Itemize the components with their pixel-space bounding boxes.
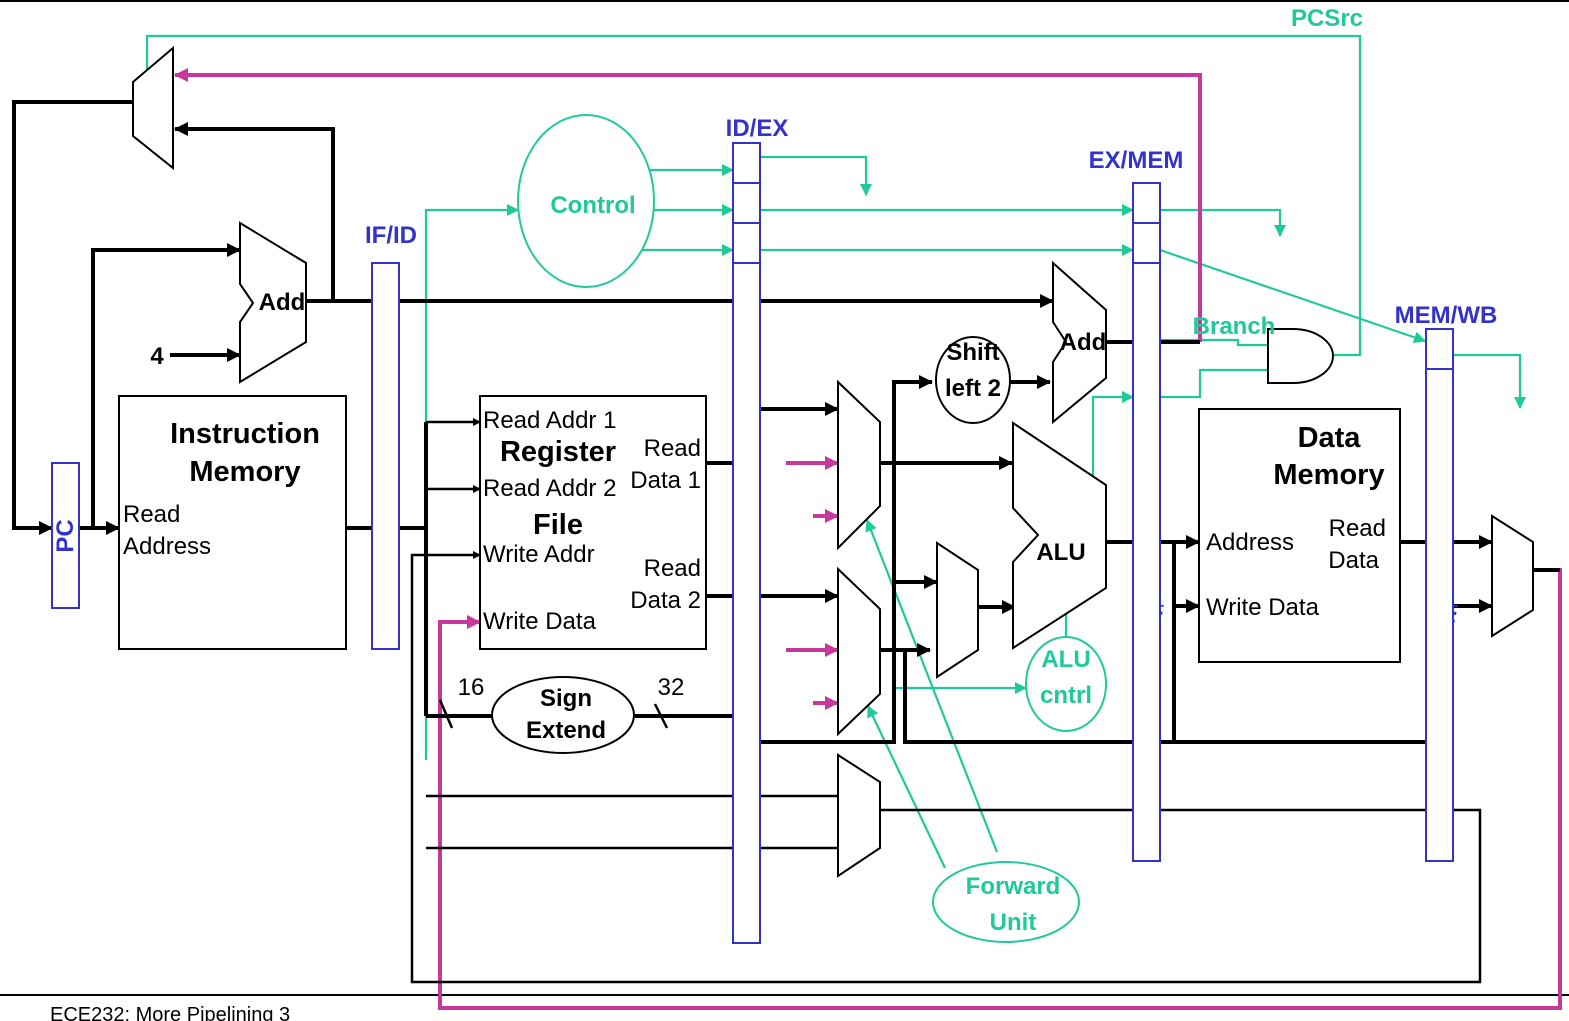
mem-wb-label: MEM/WB bbox=[1395, 302, 1498, 329]
write-data-label: Write Data bbox=[483, 608, 597, 635]
forward-mux-a bbox=[837, 379, 881, 551]
alu-src-mux bbox=[936, 541, 979, 679]
read-data-2-label-2: Data 2 bbox=[630, 587, 701, 614]
alu-control-unit: ALU cntrl bbox=[1025, 636, 1107, 732]
instruction-memory-title-2: Memory bbox=[189, 456, 300, 488]
sign-extend-label-2: Extend bbox=[526, 717, 606, 744]
read-addr-1-label: Read Addr 1 bbox=[483, 407, 616, 434]
pc-adder: Add bbox=[239, 221, 307, 384]
writeback-mux bbox=[1491, 514, 1534, 638]
alu-label: ALU bbox=[1036, 539, 1085, 566]
control-label: Control bbox=[550, 192, 635, 219]
data-write-label: Write Data bbox=[1206, 594, 1320, 621]
sign-extend-unit: Sign Extend bbox=[491, 676, 635, 754]
forward-unit-label-2: Unit bbox=[990, 909, 1037, 936]
branch-and-gate bbox=[1267, 328, 1334, 384]
branch-label: Branch bbox=[1193, 313, 1276, 340]
data-memory-title-1: Data bbox=[1298, 422, 1362, 454]
read-data-1-label-1: Read bbox=[644, 435, 701, 462]
read-address-label-2: Address bbox=[123, 533, 211, 560]
alu-control-label-2: cntrl bbox=[1040, 682, 1092, 709]
pc-source-mux bbox=[132, 45, 174, 171]
ex-mem-label: EX/MEM bbox=[1089, 147, 1184, 174]
ex-mem-register: EX/MEM bbox=[1089, 147, 1184, 862]
if-id-register: IF/ID bbox=[365, 222, 417, 650]
write-addr-label: Write Addr bbox=[483, 541, 595, 568]
data-memory: Data Memory Address Read Data Write Data bbox=[1198, 408, 1401, 663]
footer-text: ECE232: More Pipelining 3 bbox=[50, 1004, 290, 1021]
forward-unit: Forward Unit bbox=[932, 861, 1080, 943]
forward-unit-label-1: Forward bbox=[966, 873, 1061, 900]
pc-label: PC bbox=[52, 519, 79, 552]
register-file-title-2: File bbox=[533, 509, 583, 541]
alu-control-label-1: ALU bbox=[1041, 646, 1090, 673]
control-unit: Control bbox=[517, 114, 655, 288]
control-paths bbox=[145, 34, 1526, 869]
shift-left-label-2: left 2 bbox=[945, 375, 1001, 402]
datapath-wires bbox=[12, 100, 1560, 984]
instruction-memory-title-1: Instruction bbox=[170, 418, 320, 450]
constant-four-label: 4 bbox=[150, 343, 164, 370]
shift-left-label-1: Shift bbox=[946, 339, 999, 366]
pc-adder-label: Add bbox=[259, 289, 306, 316]
read-data-2-label-1: Read bbox=[644, 555, 701, 582]
id-ex-register: ID/EX bbox=[726, 115, 789, 944]
sign-extend-label-1: Sign bbox=[540, 685, 592, 712]
pcsrc-label: PCSrc bbox=[1291, 5, 1363, 32]
reg-dst-mux bbox=[837, 753, 881, 878]
read-data-1-label-2: Data 1 bbox=[630, 467, 701, 494]
shift-left-unit: Shift left 2 bbox=[935, 336, 1011, 424]
id-ex-label: ID/EX bbox=[726, 115, 789, 142]
instruction-memory: Instruction Memory Read Address bbox=[118, 395, 347, 650]
forward-mux-b bbox=[837, 566, 881, 737]
data-read-label-1: Read bbox=[1329, 515, 1386, 542]
register-file-title-1: Register bbox=[500, 436, 616, 468]
mem-wb-register: MEM/WB bbox=[1395, 302, 1498, 862]
alu: ALU bbox=[1012, 421, 1107, 650]
sign-extend-input-width: 16 bbox=[458, 674, 485, 701]
data-address-label: Address bbox=[1206, 529, 1294, 556]
register-input-arrows bbox=[426, 418, 481, 493]
branch-adder: Add bbox=[1052, 260, 1107, 425]
data-read-label-2: Data bbox=[1328, 547, 1379, 574]
sign-extend-output-width: 32 bbox=[658, 674, 685, 701]
register-file: Read Addr 1 Register Read Addr 2 File Wr… bbox=[479, 395, 707, 650]
data-memory-title-2: Memory bbox=[1273, 459, 1384, 491]
read-addr-2-label: Read Addr 2 bbox=[483, 475, 616, 502]
program-counter: PC bbox=[51, 462, 80, 609]
read-address-label-1: Read bbox=[123, 501, 180, 528]
if-id-label: IF/ID bbox=[365, 222, 417, 249]
branch-adder-label: Add bbox=[1060, 329, 1107, 356]
